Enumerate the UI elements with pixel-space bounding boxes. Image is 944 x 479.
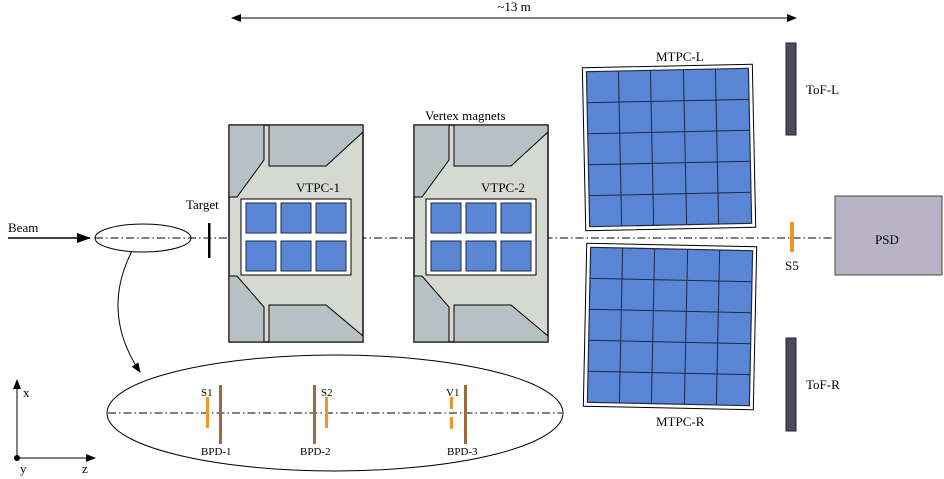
beam-label: Beam	[8, 220, 38, 235]
beam-detectors-zoom: S1 BPD-1 S2 BPD-2 V1 BPD-3	[106, 354, 564, 472]
length-dimension: ~13 m	[231, 0, 797, 22]
v1-counter-top	[450, 397, 453, 409]
vtpc-1-magnet: VTPC-1	[228, 124, 364, 343]
s1-counter	[206, 397, 209, 428]
mtpc-l	[581, 63, 757, 232]
coordinate-axes: x y z	[13, 379, 96, 476]
mtpc-l-label: MTPC-L	[656, 49, 704, 64]
axis-x-label: x	[23, 385, 30, 400]
mtpc-r-label: MTPC-R	[656, 414, 705, 429]
psd: PSD	[834, 195, 943, 276]
bpd-2	[313, 385, 316, 444]
tof-r-wall	[785, 337, 797, 432]
s2-counter	[325, 397, 328, 428]
axis-y-label: y	[20, 461, 27, 476]
bpd-3-label: BPD-3	[447, 446, 478, 458]
psd-label: PSD	[875, 232, 899, 247]
s2-label: S2	[321, 387, 333, 399]
bpd-1	[219, 385, 222, 444]
axis-z-label: z	[82, 461, 88, 476]
vtpc-2-cells	[430, 202, 532, 272]
v1-counter-bottom	[450, 417, 453, 429]
tof-l-label: ToF-L	[806, 82, 839, 97]
bpd-1-label: BPD-1	[201, 446, 232, 458]
bpd-2-label: BPD-2	[300, 446, 331, 458]
vtpc-2-magnet: Vertex magnets VTPC-2	[413, 108, 549, 343]
tof-r-label: ToF-R	[806, 377, 840, 392]
vtpc-2-label: VTPC-2	[481, 180, 525, 195]
vtpc-1-label: VTPC-1	[296, 180, 340, 195]
target: Target	[186, 197, 219, 258]
s5-counter	[790, 222, 794, 252]
s1-label: S1	[201, 387, 213, 399]
beam-arrow: Beam	[8, 220, 91, 243]
v1-label: V1	[446, 387, 459, 399]
beam-detectors-ellipse	[94, 223, 192, 253]
zoom-arrow	[117, 250, 141, 373]
dimension-label: ~13 m	[497, 0, 530, 14]
s5-label: S5	[785, 258, 799, 273]
bpd-3	[464, 385, 467, 444]
mtpc-r	[582, 242, 758, 411]
vtpc-1-cells	[245, 202, 347, 272]
y-axis-dot	[14, 455, 20, 461]
tof-l-wall	[785, 42, 797, 136]
vertex-magnets-label: Vertex magnets	[425, 108, 506, 123]
target-label: Target	[186, 197, 219, 212]
